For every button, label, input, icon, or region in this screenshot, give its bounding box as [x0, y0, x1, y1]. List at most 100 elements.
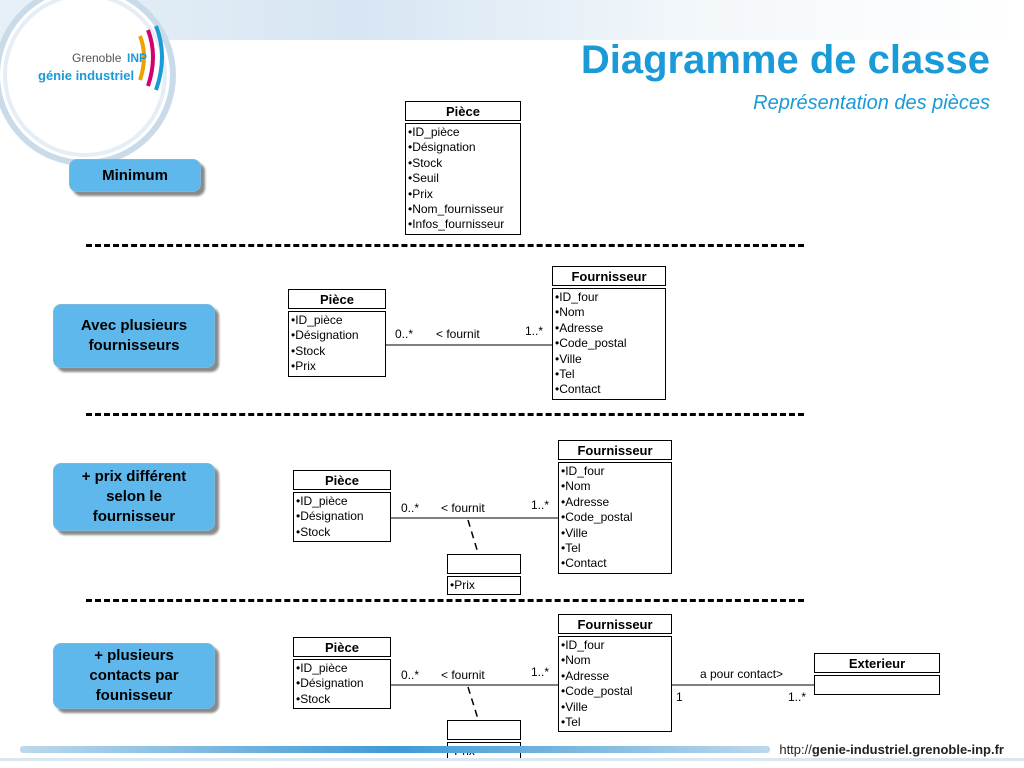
class-header: Pièce [288, 289, 386, 309]
section-separator [86, 599, 804, 602]
class-piece-minimum: Pièce •ID_pièce •Désignation •Stock •Seu… [405, 101, 521, 235]
badge-line: Avec plusieurs [80, 317, 188, 334]
contact-multiplicity-left: 1 [676, 690, 683, 704]
logo-text-inp: INP [127, 51, 147, 65]
class-header [447, 554, 521, 574]
page-title: Diagramme de classe [580, 38, 990, 82]
attr: •Stock [296, 691, 331, 706]
attr: •Prix [291, 359, 316, 374]
attr: •ID_pièce [291, 313, 343, 327]
class-header: Pièce [405, 101, 521, 121]
badge-line: selon le [106, 488, 162, 505]
attr: •Prix [408, 186, 433, 201]
badge-prix-different: + prix différent selon le fournisseur [53, 463, 215, 531]
logo-text-grenoble: Grenoble [72, 51, 122, 65]
footer-url-prefix: http:// [779, 742, 812, 757]
assoc-label: < fournit [436, 327, 480, 341]
assoc-class-link-s3 [467, 519, 479, 554]
attr: •ID_pièce [296, 494, 348, 508]
class-piece-s2: Pièce •ID_pièce •Désignation •Stock •Pri… [288, 289, 386, 377]
class-attributes: •ID_four •Nom •Adresse •Code_postal •Vil… [558, 636, 672, 733]
attr: •Ville [555, 351, 582, 366]
attr: •Tel [561, 715, 581, 730]
multiplicity-left: 0..* [401, 501, 420, 515]
badge-minimum: Minimum [69, 159, 201, 192]
class-attributes: •ID_pièce •Désignation •Stock •Prix [288, 311, 386, 377]
class-header: Fournisseur [558, 614, 672, 634]
footer-decoration [0, 746, 1024, 761]
assoc-class-link-s4 [467, 686, 479, 720]
assoc-label: < fournit [441, 668, 485, 682]
attr: •Adresse [555, 320, 604, 335]
logo-text-genie: génie industriel [38, 68, 134, 83]
attr: •Désignation [296, 676, 364, 691]
multiplicity-right: 1..* [525, 324, 544, 338]
class-fournisseur-s4: Fournisseur •ID_four •Nom •Adresse •Code… [558, 614, 672, 733]
badge-line: founisseur [95, 687, 173, 704]
attr: •Seuil [408, 171, 439, 186]
class-attributes: •ID_pièce •Désignation •Stock [293, 492, 391, 543]
multiplicity-left: 0..* [395, 327, 414, 341]
header-band [0, 0, 1024, 40]
attr: •ID_four [561, 464, 605, 478]
attr: •Nom [561, 479, 591, 494]
footer-url[interactable]: http://genie-industriel.grenoble-inp.fr [779, 742, 1004, 757]
multiplicity-right: 1..* [531, 498, 550, 512]
contact-assoc-label: a pour contact> [700, 667, 784, 681]
class-piece-s3: Pièce •ID_pièce •Désignation •Stock [293, 470, 391, 543]
attr: •Stock [408, 155, 443, 170]
attr: •Stock [296, 524, 331, 539]
attr: •Infos_fournisseur [408, 217, 505, 232]
class-fournisseur-s3: Fournisseur •ID_four •Nom •Adresse •Code… [558, 440, 672, 574]
class-piece-s4: Pièce •ID_pièce •Désignation •Stock [293, 637, 391, 710]
class-attributes: •ID_pièce •Désignation •Stock [293, 659, 391, 710]
section-separator [86, 413, 804, 416]
attr: •Contact [555, 382, 601, 397]
badge-plusieurs-fournisseurs: Avec plusieurs fournisseurs [53, 304, 215, 368]
attr: •Désignation [296, 509, 364, 524]
badge-line: fournisseur [92, 508, 176, 525]
attr: •Adresse [561, 668, 610, 683]
multiplicity-left: 0..* [401, 668, 420, 682]
attr: •Tel [555, 367, 575, 382]
attr: •Prix [450, 578, 475, 592]
attr: •Nom [555, 305, 585, 320]
association-class-s3: •Prix [447, 554, 521, 596]
badge-line: contacts par [89, 667, 179, 684]
class-header: Fournisseur [558, 440, 672, 460]
class-attributes: •ID_pièce •Désignation •Stock •Seuil •Pr… [405, 123, 521, 235]
class-fournisseur-s2: Fournisseur •ID_four •Nom •Adresse •Code… [552, 266, 666, 400]
footer-url-main: genie-industriel.grenoble-inp.fr [811, 742, 1004, 757]
class-header: Exterieur [814, 653, 940, 673]
attr: •Tel [561, 541, 581, 556]
section-separator [86, 244, 804, 247]
attr: •Code_postal [555, 336, 627, 351]
contact-multiplicity-right: 1..* [788, 690, 807, 704]
attr: •Ville [561, 699, 588, 714]
class-attributes: •ID_four •Nom •Adresse •Code_postal •Vil… [558, 462, 672, 574]
multiplicity-right: 1..* [531, 665, 550, 679]
attr: •ID_four [561, 638, 605, 652]
badge-line: fournisseurs [88, 337, 180, 354]
attr: •Adresse [561, 494, 610, 509]
attr: •Stock [291, 343, 326, 358]
attr: •ID_pièce [408, 125, 460, 139]
class-exterieur: Exterieur [814, 653, 940, 695]
attr: •Ville [561, 525, 588, 540]
attr: •ID_pièce [296, 661, 348, 675]
badge-plusieurs-contacts: + plusieurs contacts par founisseur [53, 643, 215, 709]
attr: •Code_postal [561, 510, 633, 525]
class-attributes [814, 675, 940, 695]
badge-line: + plusieurs [94, 647, 174, 664]
attr: •ID_four [555, 290, 599, 304]
class-header [447, 720, 521, 740]
attr: •Nom [561, 653, 591, 668]
attr: •Désignation [291, 328, 359, 343]
page-subtitle: Représentation des pièces [753, 92, 990, 114]
assoc-label: < fournit [441, 501, 485, 515]
attr: •Désignation [408, 140, 476, 155]
class-attributes: •Prix [447, 576, 521, 596]
class-attributes: •ID_four •Nom •Adresse •Code_postal •Vil… [552, 288, 666, 400]
class-header: Pièce [293, 637, 391, 657]
